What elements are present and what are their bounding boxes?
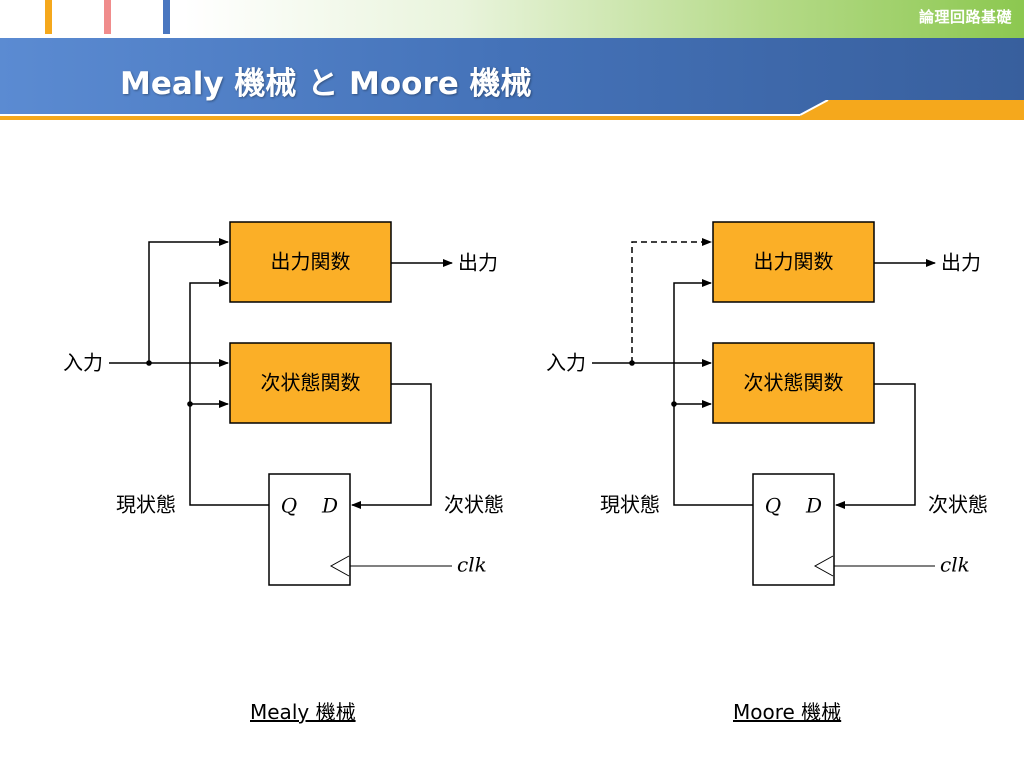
moore-clock-triangle	[813, 555, 834, 577]
mealy-state-junction	[187, 401, 193, 407]
mealy-diagram: 出力関数 次状態関数 Q D clk 出力 入力 現状態 次状態	[63, 221, 504, 586]
page-title: Mealy 機械 と Moore 機械	[120, 66, 532, 102]
mealy-next-state-label: 次状態	[444, 493, 504, 517]
mealy-caption: Mealy 機械	[250, 700, 356, 724]
mealy-next-state-function-label: 次状態関数	[261, 371, 361, 395]
mealy-ff-d: D	[321, 494, 338, 518]
moore-state-junction	[671, 401, 677, 407]
mealy-ff-q: Q	[281, 494, 297, 518]
moore-next-state-feedback	[835, 383, 916, 509]
moore-caption: Moore 機械	[733, 700, 842, 724]
moore-diagram: 出力関数 次状態関数 Q D clk 出力 入力 現状態 次状態	[546, 221, 988, 586]
top-bar: 論理回路基礎	[0, 0, 1024, 38]
moore-output-function-block	[712, 221, 875, 303]
moore-input-to-output-function-dashed	[631, 238, 712, 363]
mealy-clock-triangle	[329, 555, 350, 577]
mealy-input-label: 入力	[63, 351, 103, 375]
course-name: 論理回路基礎	[918, 8, 1012, 26]
mealy-next-state-function-block	[229, 342, 392, 424]
moore-ff-d: D	[805, 494, 822, 518]
moore-next-state-label: 次状態	[928, 493, 988, 517]
mealy-output-label: 出力	[458, 251, 498, 275]
moore-current-state-label: 現状態	[600, 493, 660, 517]
mealy-state-to-output-function	[189, 279, 269, 506]
moore-output-function-label: 出力関数	[754, 250, 834, 274]
mealy-input-to-output-function	[148, 238, 229, 363]
mealy-flipflop	[268, 473, 351, 586]
moore-clk-label: clk	[940, 553, 970, 577]
moore-ff-q: Q	[765, 494, 781, 518]
pink-stripe	[104, 0, 111, 34]
mealy-output-function-block	[229, 221, 392, 303]
title-underline	[0, 100, 1024, 120]
moore-next-state-function-block	[712, 342, 875, 424]
moore-next-state-function-label: 次状態関数	[744, 371, 844, 395]
blue-stripe	[163, 0, 170, 34]
moore-output-label: 出力	[941, 251, 981, 275]
moore-state-to-output-function	[673, 279, 753, 506]
mealy-input-junction	[146, 360, 152, 366]
moore-input-junction	[629, 360, 635, 366]
mealy-clk-label: clk	[457, 553, 487, 577]
orange-stripe	[45, 0, 52, 34]
moore-flipflop	[752, 473, 835, 586]
mealy-next-state-feedback	[351, 383, 432, 509]
mealy-output-function-label: 出力関数	[271, 250, 351, 274]
mealy-current-state-label: 現状態	[116, 493, 176, 517]
moore-input-label: 入力	[546, 351, 586, 375]
